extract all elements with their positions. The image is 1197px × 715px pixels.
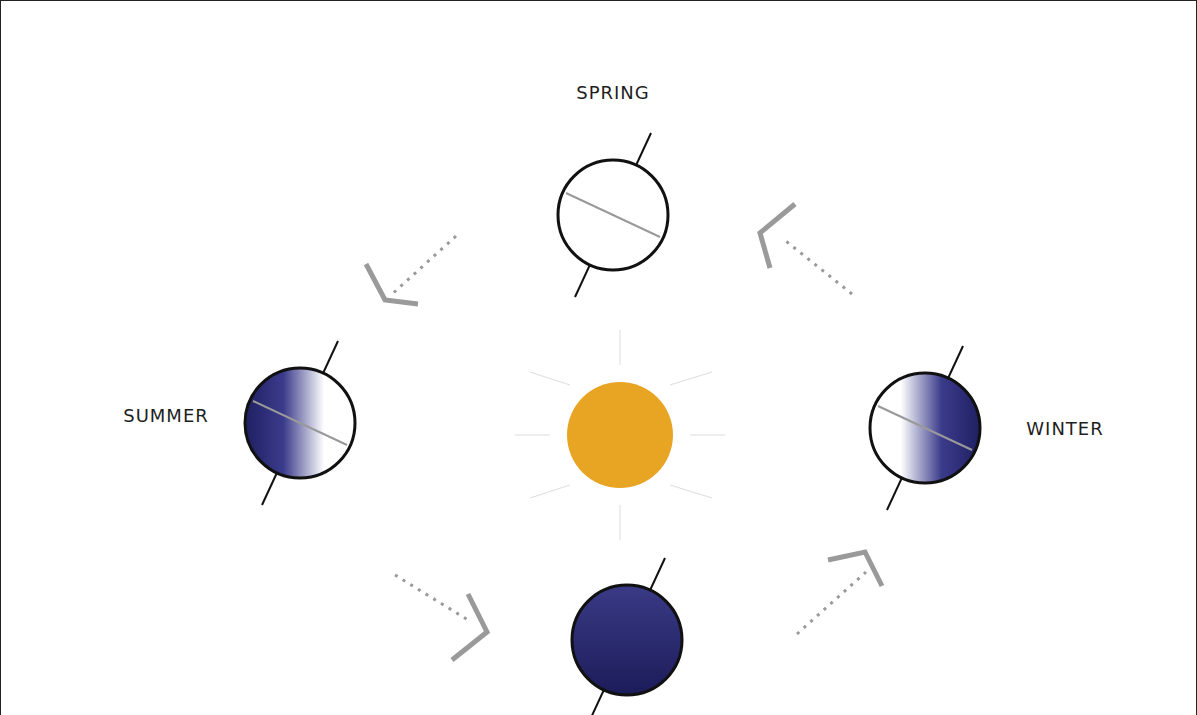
earth-autumn <box>572 558 682 715</box>
season-label: SUMMER <box>123 405 209 426</box>
earth-spring <box>558 133 668 297</box>
sun <box>567 382 673 488</box>
earth-summer <box>245 341 355 505</box>
season-label: WINTER <box>1026 418 1103 439</box>
season-label: SPRING <box>576 82 650 103</box>
orbit-arrows <box>366 204 882 660</box>
sun-rays <box>515 330 725 540</box>
earth-winter <box>870 346 980 510</box>
